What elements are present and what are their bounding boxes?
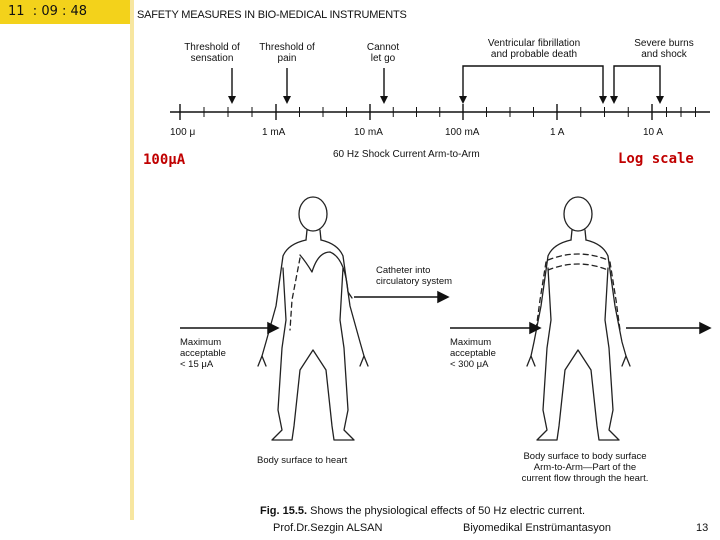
- footer-page-number: 13: [696, 522, 709, 534]
- log-scale-diagram: [170, 65, 710, 120]
- annotation-100ua: 100μA: [143, 152, 186, 168]
- figure-caption: Fig. 15.5. Shows the physiological effec…: [260, 505, 585, 517]
- left-body-figure: [257, 196, 369, 441]
- tick-10a: 10 A: [643, 127, 664, 138]
- figure-caption-text: Shows the physiological effects of 50 Hz…: [310, 505, 586, 517]
- slide-clock: 11 : 09 : 48: [0, 0, 130, 24]
- sidebar: [0, 0, 132, 540]
- tick-10ma: 10 mA: [354, 127, 383, 138]
- footer-course: Biyomedikal Enstrümantasyon: [463, 522, 611, 534]
- left-caption: Body surface to heart: [257, 455, 348, 466]
- tick-100u: 100 μ: [170, 127, 196, 138]
- axis-label: 60 Hz Shock Current Arm-to-Arm: [333, 149, 480, 160]
- tick-1a: 1 A: [550, 127, 565, 138]
- figure-caption-number: Fig. 15.5.: [260, 505, 308, 517]
- tick-1ma: 1 mA: [262, 127, 286, 138]
- footer-author: Prof.Dr.Sezgin ALSAN: [273, 522, 383, 534]
- tick-100ma: 100 mA: [445, 127, 480, 138]
- slide-header: SAFETY MEASURES IN BIO-MEDICAL INSTRUMEN…: [137, 9, 407, 21]
- right-body-figure: [526, 196, 631, 441]
- annotation-log-scale: Log scale: [618, 151, 694, 167]
- sidebar-rail: [130, 0, 134, 520]
